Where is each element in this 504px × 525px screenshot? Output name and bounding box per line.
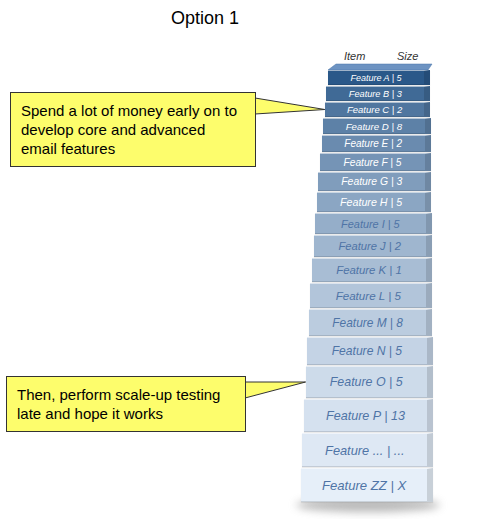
node-text: Feature O | 5: [330, 375, 403, 389]
node-text: Then, perform scale-up testing late and …: [17, 385, 235, 423]
node-text: Feature A | 5: [350, 73, 401, 83]
callout-box: Spend a lot of money early on to develop…: [10, 92, 256, 167]
node-text: Feature ZZ | X: [322, 478, 406, 493]
callout-pointer: [255, 98, 325, 114]
feature-block: Feature J | 2: [314, 235, 432, 257]
node-text: Feature G | 3: [341, 176, 402, 187]
feature-block: Feature O | 5: [306, 366, 433, 398]
node-text: Feature D | 8: [346, 121, 402, 132]
node-text: Feature N | 5: [332, 344, 402, 358]
column-header: Size: [397, 50, 418, 62]
node-text: Feature H | 5: [340, 196, 402, 208]
node-text: Spend a lot of money early on to develop…: [21, 101, 245, 158]
node-text: Feature M | 8: [332, 316, 403, 330]
node-text: Feature I | 5: [341, 218, 400, 230]
feature-block: Feature D | 8: [323, 118, 430, 134]
node-text: Feature K | 1: [336, 264, 402, 276]
feature-block: Feature C | 2: [325, 102, 431, 117]
node-text: Feature E | 2: [344, 138, 402, 149]
feature-block: Feature G | 3: [318, 172, 431, 191]
callout-box: Then, perform scale-up testing late and …: [6, 376, 246, 432]
feature-block: Feature L | 5: [310, 283, 432, 308]
node-text: Feature J | 2: [338, 240, 401, 252]
feature-block: Feature ZZ | X: [301, 468, 434, 502]
node-text: Feature C | 2: [347, 104, 402, 115]
feature-block: Feature K | 1: [312, 258, 432, 282]
feature-block: Feature F | 5: [320, 153, 431, 171]
column-header: Item: [344, 50, 365, 62]
feature-block: Feature P | 13: [304, 399, 433, 432]
diagram-title: Option 1: [0, 8, 410, 29]
feature-block: Feature I | 5: [315, 213, 431, 234]
feature-block: Feature ... | ...: [302, 433, 433, 467]
feature-block: Feature M | 8: [309, 309, 433, 336]
feature-block: Feature A | 5: [328, 70, 430, 85]
feature-block: Feature H | 5: [317, 192, 432, 212]
node-text: Feature P | 13: [326, 409, 405, 423]
node-text: Feature F | 5: [344, 157, 402, 168]
node-text: Feature ... | ...: [325, 443, 404, 458]
node-text: Feature L | 5: [336, 289, 401, 302]
feature-block: Feature B | 3: [326, 86, 430, 101]
feature-block: Feature N | 5: [307, 337, 432, 365]
callout-pointer: [245, 382, 306, 398]
feature-block: Feature E | 2: [322, 135, 431, 152]
node-text: Feature B | 3: [349, 89, 402, 99]
